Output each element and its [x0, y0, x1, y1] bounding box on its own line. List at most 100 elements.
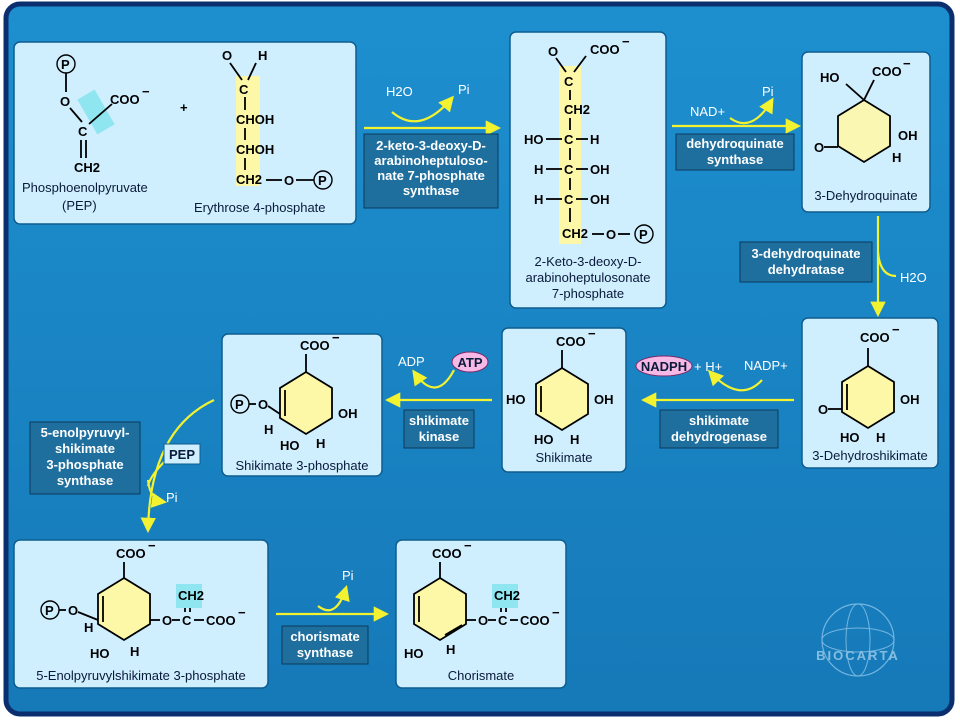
svg-text:O: O	[818, 402, 828, 417]
cofactor-atp: ATP	[457, 355, 482, 370]
panel-dahp: O COO − C CH2 HO C H H C OH H C OH CH2 O…	[509, 31, 667, 309]
svg-text:H: H	[264, 422, 273, 437]
cofactor-pep: PEP	[169, 447, 195, 462]
svg-text:synthase: synthase	[297, 645, 353, 660]
svg-text:synthase: synthase	[403, 183, 459, 198]
svg-text:dehydratase: dehydratase	[768, 262, 845, 277]
svg-text:COO: COO	[590, 42, 620, 57]
svg-text:shikimate: shikimate	[409, 413, 469, 428]
svg-text:H: H	[534, 192, 543, 207]
cofactor-nadp: NADP+	[744, 358, 788, 373]
step-dhq-synthase: NAD+ Pi dehydroquinate synthase	[672, 84, 802, 171]
svg-text:OH: OH	[590, 192, 610, 207]
svg-text:−: −	[464, 538, 472, 553]
step-dhq-dehydratase: H2O 3-dehydroquinate dehydratase	[739, 216, 927, 318]
svg-text:3-dehydroquinate: 3-dehydroquinate	[751, 246, 860, 261]
svg-text:C: C	[182, 613, 192, 628]
svg-text:BIOCARTA: BIOCARTA	[816, 648, 900, 663]
svg-text:COO: COO	[872, 64, 902, 79]
svg-text:CHOH: CHOH	[236, 112, 274, 127]
svg-text:H: H	[446, 642, 455, 657]
label-shikimate: Shikimate	[535, 450, 592, 465]
panel-chorismate: COO − HO H O C CH2 COO − Chorismate	[395, 538, 567, 689]
svg-text:C: C	[78, 124, 88, 139]
svg-text:−: −	[148, 538, 156, 553]
svg-text:synthase: synthase	[707, 152, 763, 167]
svg-text:H: H	[130, 644, 139, 659]
label-dahp-1: 2-Keto-3-deoxy-D-	[535, 254, 642, 269]
panel-pep-e4p: P O C COO − CH2 Phosphoenolpyruvate (PEP…	[13, 41, 357, 225]
svg-text:HO: HO	[524, 132, 544, 147]
cofactor-nad: NAD+	[690, 104, 725, 119]
label-dahp-2: arabinoheptulosonate	[525, 270, 650, 285]
svg-text:−: −	[588, 326, 596, 341]
svg-text:3-phosphate: 3-phosphate	[46, 457, 123, 472]
label-chorismate: Chorismate	[448, 668, 514, 683]
svg-text:OH: OH	[590, 162, 610, 177]
svg-text:COO: COO	[432, 546, 462, 561]
svg-text:CH2: CH2	[178, 588, 204, 603]
svg-text:COO: COO	[206, 613, 236, 628]
svg-text:H: H	[590, 132, 599, 147]
label-dhs: 3-Dehydroshikimate	[812, 448, 928, 463]
svg-text:shikimate: shikimate	[689, 413, 749, 428]
svg-text:C: C	[239, 82, 249, 97]
label-s3p: Shikimate 3-phosphate	[236, 458, 369, 473]
svg-text:COO: COO	[556, 334, 586, 349]
svg-text:+: +	[180, 100, 188, 115]
svg-text:H: H	[316, 436, 325, 451]
svg-text:H: H	[892, 150, 901, 165]
svg-text:CHOH: CHOH	[236, 142, 274, 157]
svg-text:O: O	[606, 227, 616, 242]
svg-text:O: O	[478, 613, 488, 628]
svg-text:dehydrogenase: dehydrogenase	[671, 429, 767, 444]
svg-text:O: O	[814, 140, 824, 155]
svg-text:H: H	[258, 48, 267, 63]
svg-text:−: −	[622, 34, 630, 49]
svg-text:COO: COO	[300, 338, 330, 353]
cofactor-pi-4: Pi	[342, 568, 354, 583]
svg-text:P: P	[45, 603, 54, 618]
svg-text:HO: HO	[90, 646, 110, 661]
panel-shikimate-3-phosphate: COO − P O OH H HO H Shikimate 3-phosphat…	[221, 330, 383, 477]
svg-text:H: H	[534, 162, 543, 177]
svg-text:C: C	[564, 132, 574, 147]
nadph-badge	[635, 355, 693, 377]
svg-text:O: O	[68, 603, 78, 618]
svg-text:COO: COO	[110, 92, 140, 107]
svg-text:P: P	[639, 227, 648, 242]
svg-text:H: H	[876, 430, 885, 445]
step-dahp-synthase: H2O Pi 2-keto-3-deoxy-D- arabinoheptulos…	[363, 82, 502, 209]
svg-text:H: H	[84, 620, 93, 635]
svg-text:CH2: CH2	[494, 588, 520, 603]
svg-text:HO: HO	[840, 430, 860, 445]
svg-text:dehydroquinate: dehydroquinate	[686, 136, 784, 151]
label-dahp-3: 7-phosphate	[552, 286, 624, 301]
svg-text:HO: HO	[506, 392, 526, 407]
svg-text:shikimate: shikimate	[55, 441, 115, 456]
svg-text:CH2: CH2	[564, 102, 590, 117]
step-epsp-synthase: PEP Pi 5-enolpyruvyl- shikimate 3-phosph…	[29, 399, 215, 534]
svg-text:−: −	[552, 605, 560, 620]
step-chorismate-synthase: Pi chorismate synthase	[276, 568, 390, 665]
biocarta-logo: BIOCARTA	[816, 603, 900, 677]
label-epsp: 5-Enolpyruvylshikimate 3-phosphate	[36, 668, 246, 683]
svg-text:C: C	[498, 613, 508, 628]
svg-text:O: O	[222, 48, 232, 63]
svg-text:O: O	[284, 173, 294, 188]
panel-shikimate: COO − HO OH HO H Shikimate	[501, 326, 627, 473]
svg-text:arabinoheptuloso-: arabinoheptuloso-	[374, 153, 487, 168]
svg-text:P: P	[61, 57, 70, 72]
svg-text:COO: COO	[860, 330, 890, 345]
svg-text:H: H	[570, 432, 579, 447]
svg-text:O: O	[162, 613, 172, 628]
label-e4p: Erythrose 4-phosphate	[194, 200, 326, 215]
svg-text:−: −	[238, 605, 246, 620]
svg-text:OH: OH	[900, 392, 920, 407]
svg-text:synthase: synthase	[57, 473, 113, 488]
cofactor-pi-2: Pi	[762, 84, 774, 99]
svg-text:O: O	[258, 397, 268, 412]
svg-text:C: C	[564, 74, 574, 89]
cofactor-nadph: NADPH	[641, 359, 687, 374]
